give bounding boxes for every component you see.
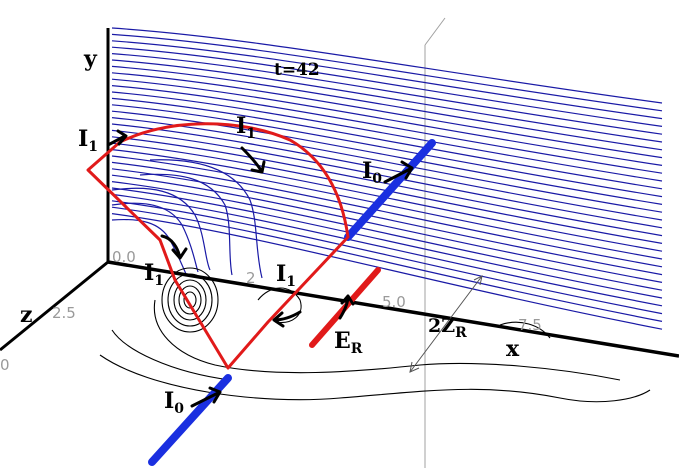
- label-i0-lower: I0: [164, 388, 184, 417]
- y-axis-label: y: [83, 46, 98, 72]
- field-line: [111, 206, 663, 322]
- contour-curve: [183, 291, 197, 309]
- field-lines: [111, 27, 663, 330]
- contour-curve: [257, 287, 302, 324]
- contour-curve: [161, 267, 219, 333]
- tick-label-x-7-5: 7.5: [518, 316, 542, 334]
- field-line: [111, 155, 663, 260]
- x-axis-label: x: [506, 336, 520, 362]
- contour-curve: [153, 299, 621, 381]
- beam: [148, 139, 436, 466]
- field-line-bent: [139, 173, 233, 276]
- field-line: [111, 110, 663, 205]
- arrow-i1-lower: [272, 310, 302, 328]
- field-line: [111, 40, 663, 120]
- field-line: [111, 149, 663, 252]
- arrow-er: [338, 294, 355, 320]
- arrow-i1-top-left: [106, 129, 128, 147]
- field-line-bent: [149, 159, 263, 279]
- label-i0-upper: I0: [362, 158, 382, 187]
- field-line: [111, 85, 663, 174]
- beam-upper-segment: [344, 139, 436, 241]
- label-i1-top: I1: [236, 113, 256, 142]
- field-line: [111, 33, 663, 112]
- field-line: [111, 168, 663, 276]
- field-line: [111, 46, 663, 127]
- field-line: [111, 161, 663, 268]
- field-line: [111, 200, 663, 315]
- current-loop-path: [86, 122, 350, 370]
- contour-curve: [99, 354, 651, 403]
- tick-label-x-2: 2: [246, 269, 256, 287]
- x-axis-line: [107, 260, 679, 358]
- tick-label-z-0: 0: [0, 356, 10, 374]
- field-line: [111, 97, 663, 190]
- label-i1-top-left: I1: [78, 126, 98, 155]
- contour-curve: [111, 329, 231, 381]
- field-line: [111, 59, 663, 143]
- field-line: [111, 53, 663, 135]
- axes: [0, 28, 679, 358]
- tick-label-x-5-0: 5.0: [382, 293, 406, 311]
- field-line: [111, 65, 663, 151]
- zr-arrow-head-bottom: [409, 361, 420, 373]
- arrow-i0-lower: [190, 386, 222, 408]
- tick-label-zero: 0.0: [112, 248, 136, 266]
- arrow-i1-top: [240, 146, 266, 174]
- field-line-bent: [111, 202, 199, 273]
- zr-arrow-head-top: [473, 275, 483, 286]
- beam-lower-segment: [148, 374, 232, 466]
- contour-curve: [178, 285, 202, 315]
- arrow-i0-upper: [383, 160, 414, 184]
- field-lines-bent: [111, 159, 263, 279]
- field-line: [111, 174, 663, 283]
- contour-curve: [173, 279, 207, 321]
- z-axis-label: z: [20, 302, 33, 328]
- label-2zr: 2ZR: [428, 315, 467, 341]
- field-line: [111, 193, 663, 307]
- z-axis-line: [0, 260, 109, 352]
- field-line: [111, 72, 663, 159]
- field-line: [111, 181, 663, 291]
- time-label: t=42: [274, 60, 320, 80]
- field-line: [111, 91, 663, 182]
- field-line: [111, 142, 663, 244]
- arrow-i1-mid-left: [160, 234, 188, 260]
- field-line: [111, 129, 663, 229]
- zr-arrow: [409, 275, 483, 373]
- label-i1-lower: I1: [276, 261, 296, 290]
- field-line: [111, 136, 663, 237]
- current-arrows: [106, 129, 414, 408]
- field-line: [111, 78, 663, 166]
- label-er: ER: [334, 328, 363, 357]
- current-loop: [86, 122, 350, 370]
- field-line: [111, 27, 663, 104]
- field-line: [111, 104, 663, 198]
- field-line: [111, 123, 663, 221]
- box-top-edge: [424, 17, 446, 46]
- zr-arrow-line: [409, 275, 483, 373]
- field-line: [111, 213, 663, 330]
- label-i1-mid-left: I1: [144, 260, 164, 289]
- tick-label-z-2-5: 2.5: [52, 304, 76, 322]
- field-line-bent: [111, 187, 211, 271]
- floor-contours: [99, 267, 651, 403]
